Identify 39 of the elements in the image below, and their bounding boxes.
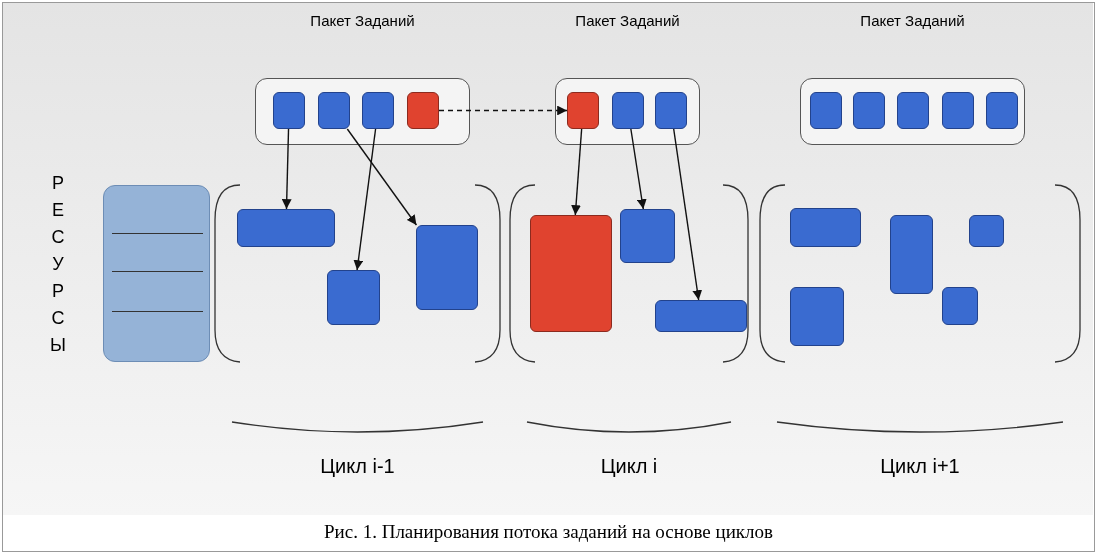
job-block (273, 92, 305, 129)
cycle-label: Цикл i+1 (879, 455, 961, 478)
arrow (353, 128, 377, 271)
resource-column (103, 185, 210, 362)
job-block (612, 92, 644, 129)
cycle-label: Цикл i-1 (319, 455, 396, 478)
job-block (416, 225, 478, 310)
arrow (571, 128, 583, 216)
arrow (673, 128, 703, 301)
job-block (810, 92, 842, 129)
cycle-label: Цикл i (599, 455, 659, 478)
job-block (969, 215, 1004, 247)
job-block (620, 209, 675, 263)
arrow (438, 105, 568, 116)
job-block (655, 92, 687, 129)
job-block (655, 300, 747, 332)
job-block (362, 92, 394, 129)
figure-caption: Рис. 1. Планирования потока заданий на основе циклов (323, 521, 774, 543)
job-block (327, 270, 380, 325)
arrow (346, 128, 418, 226)
packet-heading: Пакет Заданий (574, 12, 681, 29)
arrow (281, 128, 292, 210)
job-block (890, 215, 933, 294)
packet-heading: Пакет Заданий (859, 12, 966, 29)
job-block (318, 92, 350, 129)
job-block (790, 208, 861, 247)
job-block (986, 92, 1018, 129)
packet-heading: Пакет Заданий (309, 12, 416, 29)
job-block (237, 209, 335, 247)
arrow (630, 128, 647, 210)
job-block (942, 92, 974, 129)
job-block (790, 287, 844, 346)
job-block (853, 92, 885, 129)
job-block (567, 92, 599, 129)
job-block (407, 92, 439, 129)
vertical-label: РЕСУРСЫ (49, 172, 67, 357)
job-block (530, 215, 612, 332)
job-block (942, 287, 978, 325)
job-block (897, 92, 929, 129)
